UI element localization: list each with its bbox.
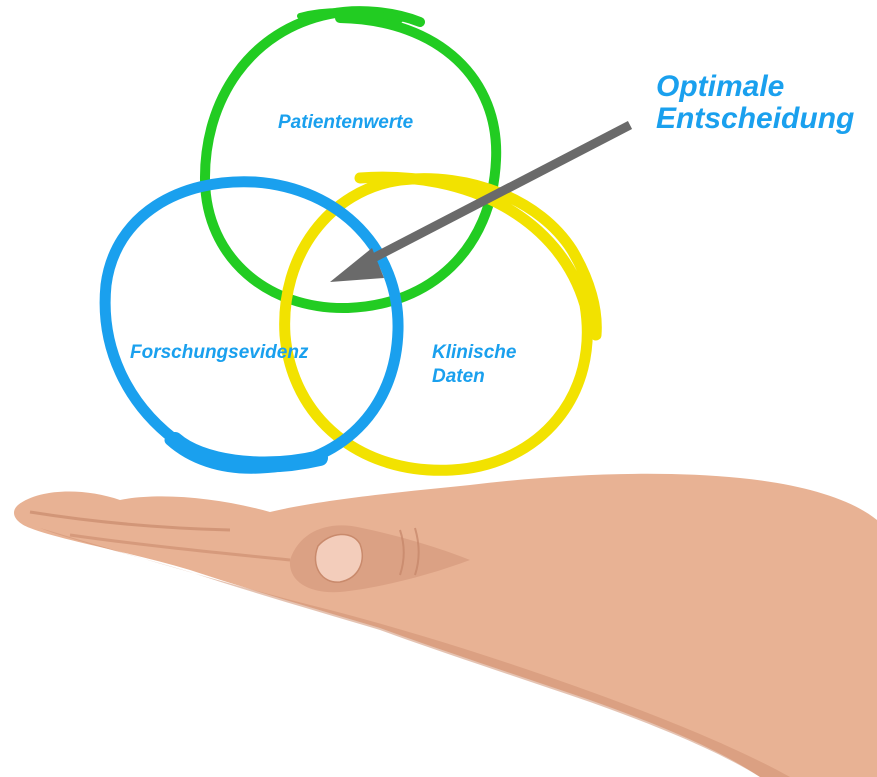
knuckle-lines [399,527,420,576]
arrow-head [330,248,384,282]
label-research-evidence: Forschungsevidenz [130,342,309,363]
hand-illustration [14,473,877,777]
circle-clinical-data [279,171,602,476]
finger-crease-1 [29,510,231,532]
hand-shadow [40,528,790,777]
hand-palm-shape [14,473,877,777]
callout-line2: Entscheidung [656,102,855,135]
finger-crease-2 [69,533,291,562]
arrow-to-intersection [330,121,633,282]
label-clinical-data-line2: Daten [432,366,485,387]
thumb-nail [314,533,363,583]
circle-stroke-clinical-data [279,171,602,476]
callout-line1: Optimale [656,70,785,103]
label-patient-values: Patientenwerte [278,112,414,133]
circle-stroke-research-evidence [99,176,404,474]
circle-stroke-patient-values [199,6,502,314]
circle-patient-values [199,6,502,314]
circle-research-evidence [99,176,404,474]
label-clinical-data-line1: Klinische [432,342,517,363]
